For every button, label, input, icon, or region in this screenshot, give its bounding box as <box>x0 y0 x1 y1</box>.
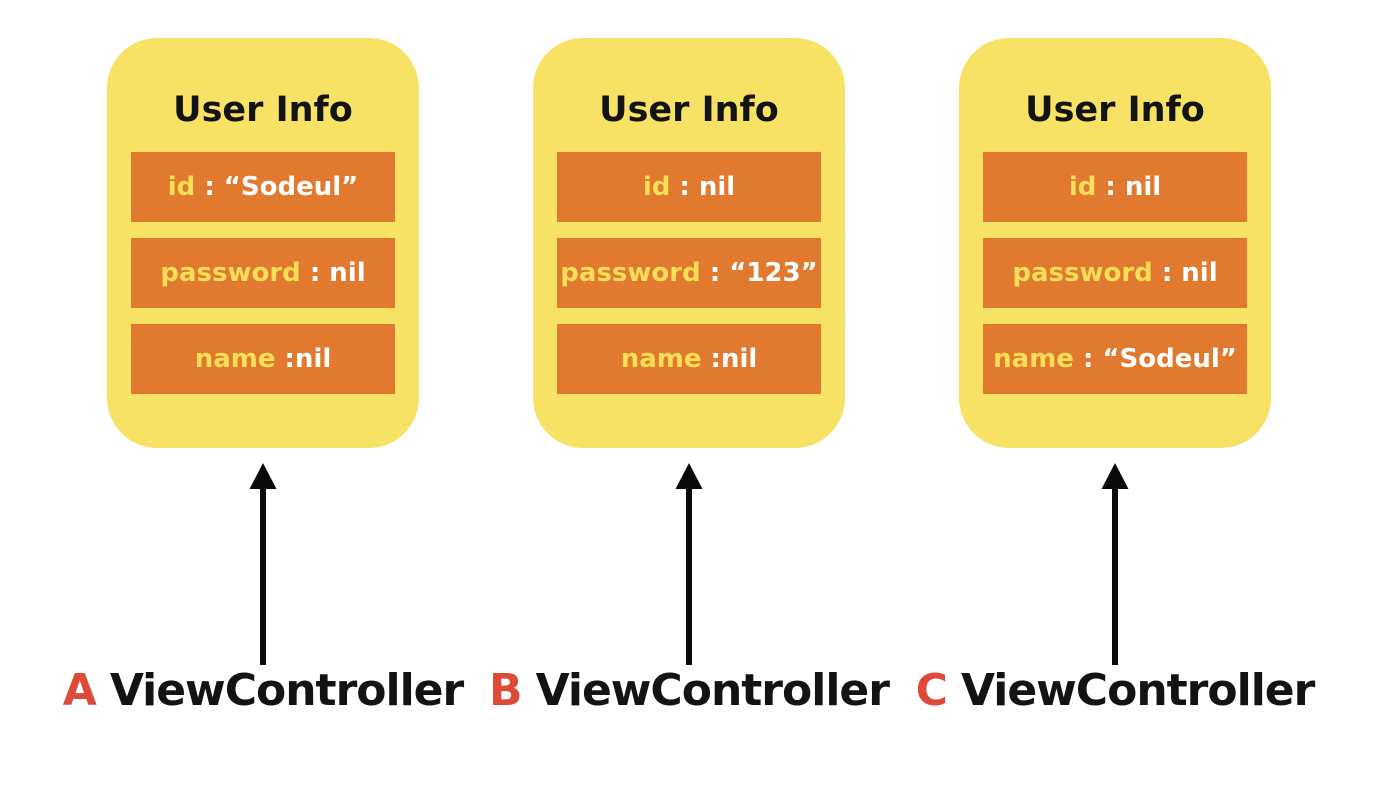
property-row-name: name :nil <box>557 324 821 395</box>
property-value: :nil <box>701 344 758 375</box>
controller-letter: A <box>62 665 97 716</box>
property-value: :nil <box>275 344 332 375</box>
property-key: password <box>160 258 301 289</box>
property-key: id <box>1068 172 1097 203</box>
property-rows: id : “Sodeul” password : nil name :nil <box>131 152 395 395</box>
property-row-id: id : nil <box>557 152 821 223</box>
property-value: : nil <box>670 172 736 203</box>
card-title: User Info <box>1025 90 1205 130</box>
property-key: name <box>993 344 1074 375</box>
property-value: : nil <box>300 258 366 289</box>
property-row-password: password : nil <box>983 238 1247 309</box>
viewcontroller-column-a: User Info id : “Sodeul” password : nil n… <box>50 0 476 800</box>
viewcontroller-column-b: User Info id : nil password : “123” name… <box>476 0 902 800</box>
property-key: id <box>167 172 196 203</box>
property-value: : nil <box>1152 258 1218 289</box>
property-rows: id : nil password : nil name : “Sodeul” <box>983 152 1247 395</box>
controller-letter: B <box>489 665 523 716</box>
property-value: : “123” <box>700 258 818 289</box>
user-info-card-c: User Info id : nil password : nil name :… <box>959 38 1271 448</box>
property-row-name: name : “Sodeul” <box>983 324 1247 395</box>
viewcontroller-column-c: User Info id : nil password : nil name :… <box>902 0 1328 800</box>
up-arrow-icon <box>1101 463 1129 665</box>
property-row-password: password : “123” <box>557 238 821 309</box>
card-title: User Info <box>173 90 353 130</box>
property-key: password <box>1012 258 1153 289</box>
property-row-id: id : “Sodeul” <box>131 152 395 223</box>
property-rows: id : nil password : “123” name :nil <box>557 152 821 395</box>
controller-name: ViewController <box>535 665 890 716</box>
property-row-name: name :nil <box>131 324 395 395</box>
property-key: name <box>620 344 702 375</box>
card-title: User Info <box>599 90 779 130</box>
property-key: password <box>560 258 701 289</box>
user-info-card-b: User Info id : nil password : “123” name… <box>533 38 845 448</box>
property-value: : “Sodeul” <box>195 172 359 203</box>
controller-name: ViewController <box>960 665 1315 716</box>
user-info-card-a: User Info id : “Sodeul” password : nil n… <box>107 38 419 448</box>
up-arrow-icon <box>249 463 277 665</box>
controller-name: ViewController <box>109 665 464 716</box>
up-arrow-icon <box>675 463 703 665</box>
property-row-id: id : nil <box>983 152 1247 223</box>
property-key: name <box>194 344 276 375</box>
property-key: id <box>642 172 671 203</box>
property-row-password: password : nil <box>131 238 395 309</box>
property-value: : nil <box>1096 172 1162 203</box>
property-value: : “Sodeul” <box>1073 344 1237 375</box>
controller-letter: C <box>915 665 948 716</box>
